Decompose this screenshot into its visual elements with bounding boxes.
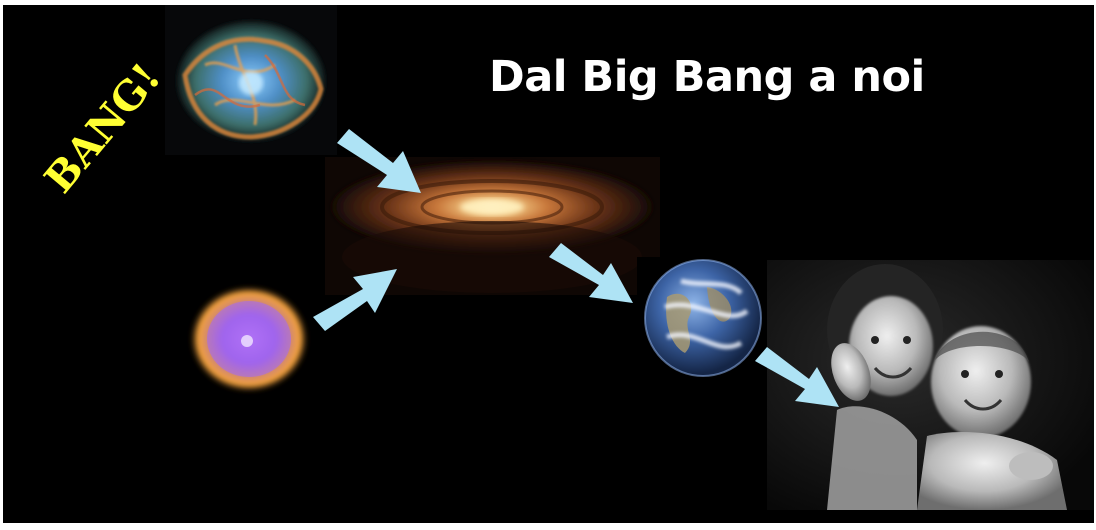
arrow-up-right-icon: [313, 269, 397, 331]
arrow-earth-to-children: [755, 347, 839, 407]
bang-label: BANG!: [35, 54, 170, 202]
arrow-down-right-icon: [755, 347, 839, 407]
planetary-nebula-image: [183, 283, 315, 395]
arrow-down-right-icon: [337, 129, 421, 193]
slide-title: Dal Big Bang a noi: [489, 52, 925, 102]
arrow-shell-to-disk: [313, 269, 397, 331]
earth-image: [637, 257, 769, 379]
arrow-disk-to-earth: [549, 243, 633, 303]
slide: BANG! Dal Big Bang a noi: [3, 5, 1094, 523]
children-photo: [767, 260, 1094, 510]
crab-nebula-image: [165, 5, 337, 155]
arrow-down-right-icon: [549, 243, 633, 303]
arrow-nebula-to-disk: [337, 129, 421, 193]
